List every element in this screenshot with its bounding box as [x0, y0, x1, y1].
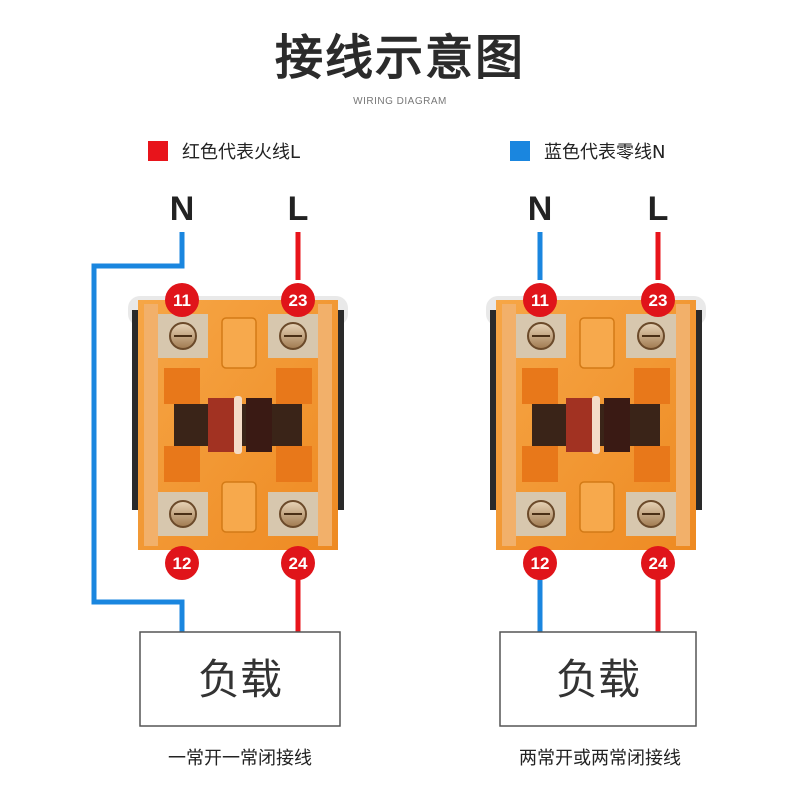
right-terminal-23: 23	[641, 283, 675, 317]
right-load-label: 负载	[556, 655, 640, 704]
left-l-label: L	[288, 190, 309, 228]
terminal-23-label: 23	[289, 291, 308, 310]
left-terminal-24: 24	[281, 546, 315, 580]
left-load-box: 负载	[139, 631, 341, 727]
left-load-label: 负载	[198, 655, 282, 704]
terminal-11-label: 11	[173, 291, 191, 310]
terminal-24-label: 24	[649, 554, 668, 573]
blue-swatch	[510, 141, 530, 161]
left-wiring	[91, 232, 349, 632]
terminal-24-label: 24	[289, 554, 308, 573]
red-swatch	[148, 141, 168, 161]
right-l-label: L	[648, 190, 669, 228]
right-switch-body	[485, 295, 707, 551]
legend-blue-label: 蓝色代表零线N	[544, 142, 666, 163]
left-n-label: N	[170, 190, 195, 228]
legend-blue: 蓝色代表零线N	[510, 138, 665, 164]
left-neutral-wire	[91, 232, 185, 632]
legend-red: 红色代表火线L	[148, 138, 300, 164]
left-terminal-12: 12	[165, 546, 199, 580]
right-terminal-12: 12	[523, 546, 557, 580]
legend-red-label: 红色代表火线L	[182, 142, 301, 163]
right-wiring	[485, 232, 707, 632]
page-title: 接线示意图	[274, 30, 525, 86]
left-terminal-23: 23	[281, 283, 315, 317]
left-caption: 一常开一常闭接线	[168, 748, 312, 769]
right-n-label: N	[528, 190, 553, 228]
right-terminal-11: 11	[523, 283, 557, 317]
terminal-12-label: 12	[531, 554, 550, 573]
terminal-23-label: 23	[649, 291, 668, 310]
left-terminal-11: 11	[165, 283, 199, 317]
left-switch-body	[127, 295, 349, 551]
right-caption: 两常开或两常闭接线	[519, 748, 681, 769]
right-load-box: 负载	[499, 631, 697, 727]
terminal-12-label: 12	[173, 554, 192, 573]
right-terminal-24: 24	[641, 546, 675, 580]
terminal-11-label: 11	[531, 291, 549, 310]
page-subtitle: WIRING DIAGRAM	[353, 96, 447, 107]
